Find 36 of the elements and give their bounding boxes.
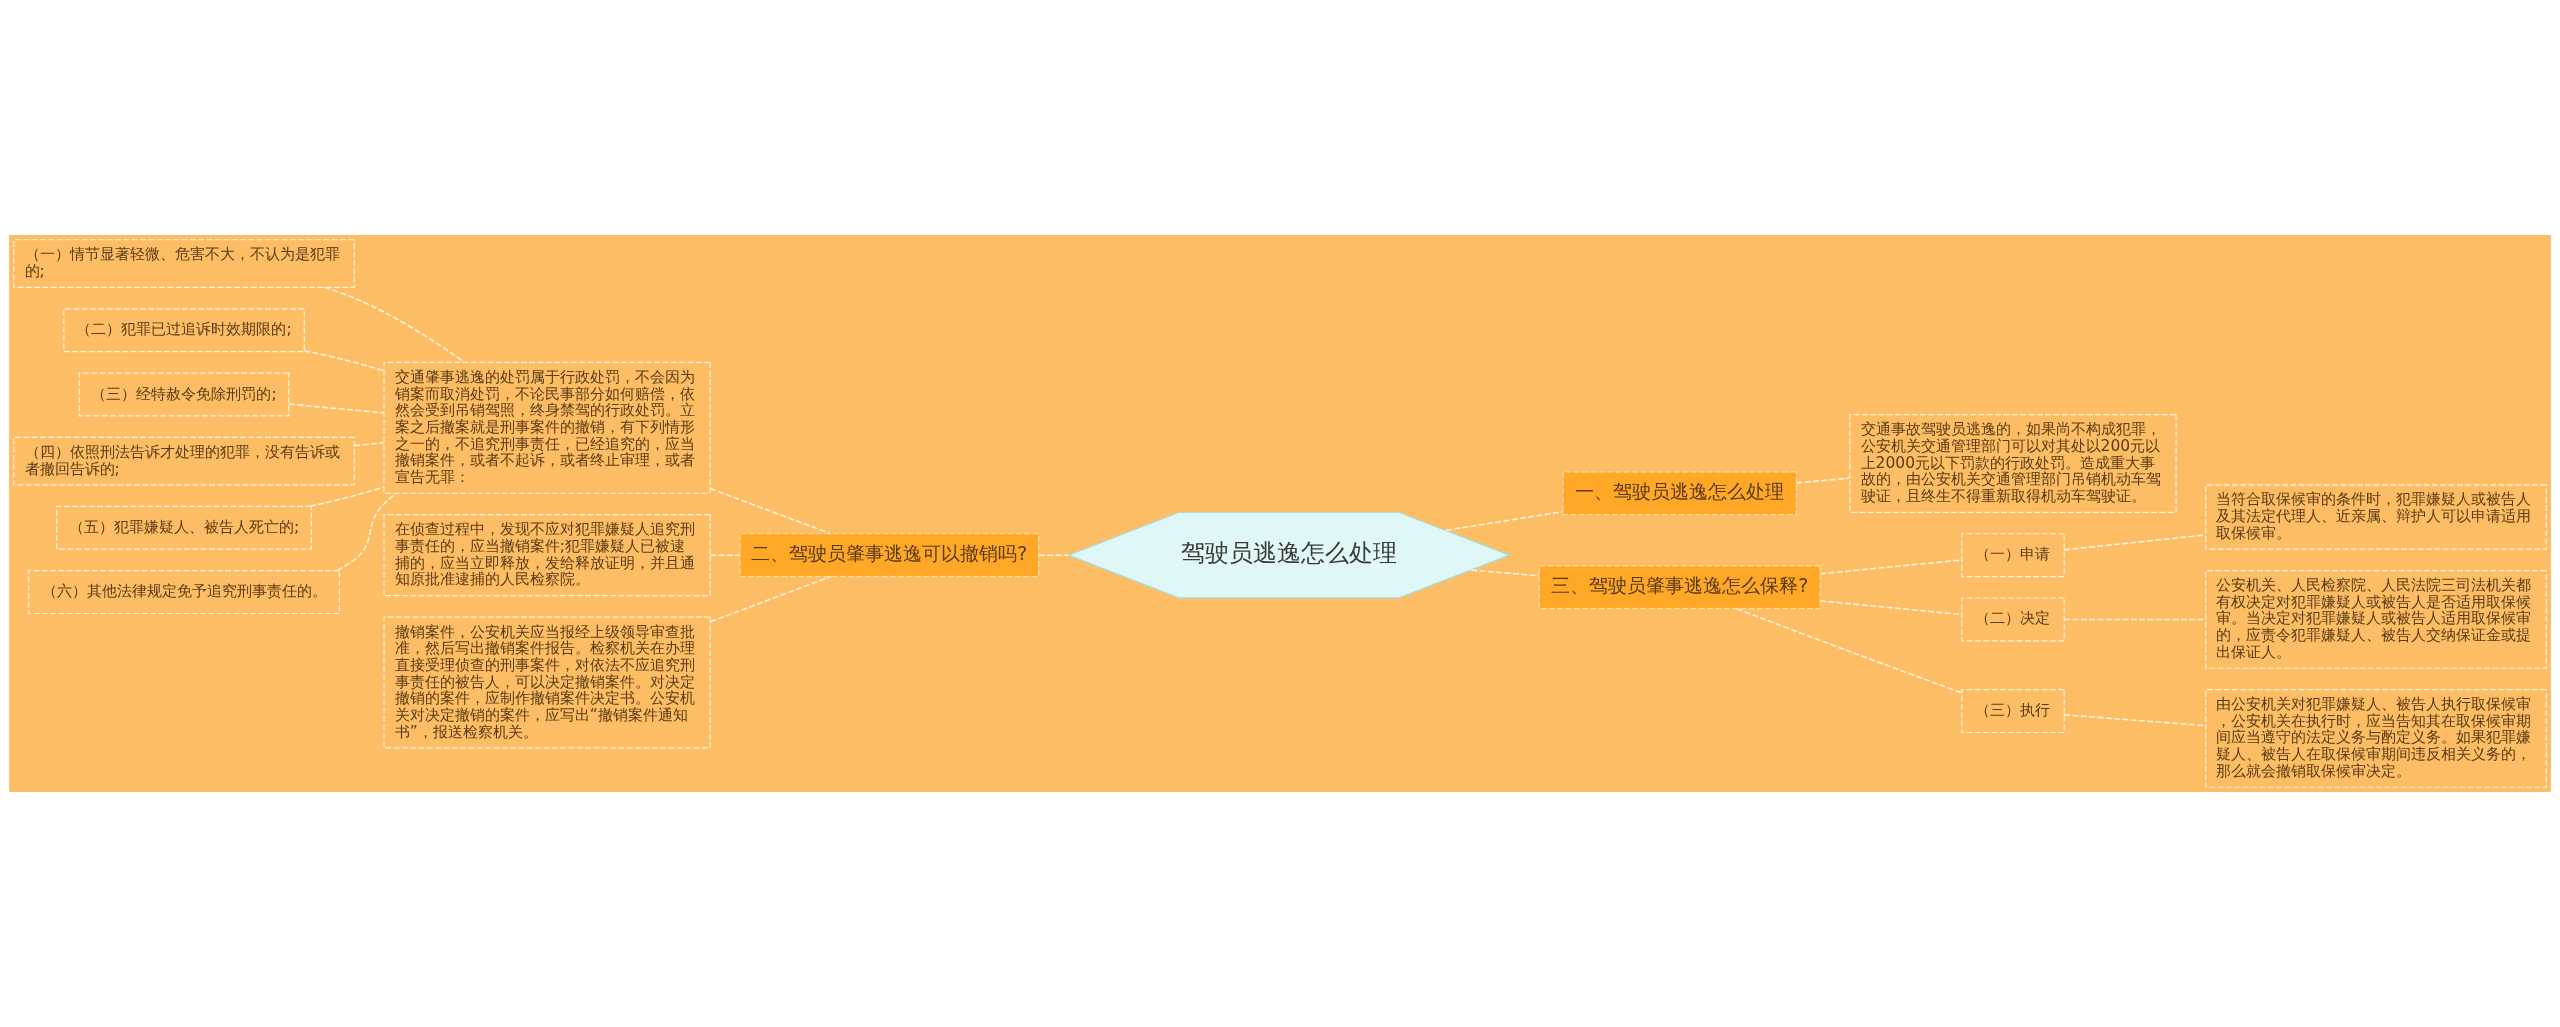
node-box: （二）犯罪已过追诉时效期限的; — [63, 308, 305, 353]
connector — [1038, 554, 1070, 556]
connector — [336, 492, 397, 572]
connector — [709, 575, 832, 623]
connector — [709, 487, 832, 535]
node-box: 交通事故驾驶员逃逸的，如果尚不构成犯罪，公安机关交通管理部门可以对其处以200元以上2000元以下罚款的行政处罚。造成重大事故的，由公安机关交通管理部门吊销机动车驾驶证，且终生不得重新取得机动车驾驶证。 — [1849, 414, 2177, 513]
node-box: （四）依照刑法告诉才处理的犯罪，没有告诉或者撤回告诉的; — [13, 436, 355, 486]
node-box: 二、驾驶员肇事逃逸可以撤销吗? — [739, 533, 1040, 578]
connector — [353, 442, 385, 447]
connector — [1819, 559, 1963, 575]
connector — [1795, 477, 1851, 484]
connector — [1445, 510, 1564, 532]
connector — [309, 486, 385, 508]
node-box: 一、驾驶员逃逸怎么处理 — [1562, 471, 1797, 516]
connector — [2063, 618, 2207, 621]
node-box: 三、驾驶员肇事逃逸怎么保释? — [1538, 565, 1821, 610]
node-box: （三）执行 — [1961, 689, 2065, 734]
connector — [2063, 534, 2207, 551]
node-box: 当符合取保候审的条件时，犯罪嫌疑人或被告人及其法定代理人、近亲属、辩护人可以申请适用取保候审。 — [2205, 484, 2547, 550]
node-box: （三）经特赦令免除刑罚的; — [78, 372, 290, 417]
connector — [323, 286, 465, 363]
connector — [709, 554, 741, 556]
node-box: （二）决定 — [1961, 597, 2065, 642]
node-box: 在侦查过程中，发现不应对犯罪嫌疑人追究刑事责任的，应当撤销案件;犯罪嫌疑人已被逮捕的，应当立即释放，发给释放证明，并且通知原批准逮捕的人民检察院。 — [383, 514, 711, 597]
node-box: （一）情节显著轻微、危害不大，不认为是犯罪的; — [13, 239, 355, 288]
node-box: 公安机关、人民检察院、人民法院三司法机关都有权决定对犯罪嫌疑人或被告人是否适用取保候审。当决定对犯罪嫌疑人或被告人适用取保候审的，应责令犯罪嫌疑人、被告人交纳保证金或提出保证人。 — [2205, 570, 2547, 669]
connector — [1470, 569, 1540, 577]
node-box: 交通肇事逃逸的处罚属于行政处罚，不会因为销案而取消处罚，不论民事部分如何赔偿，依然会受到吊销驾照，终身禁驾的行政处罚。立案之后撤案就是刑事案件的撤销，有下列情形之一的，不追究刑事责任，已经追究的，应当撤销案件，或者不起诉，或者终止审理，或者宣告无罪： — [383, 361, 711, 494]
node-box: 撤销案件，公安机关应当报经上级领导审查批准，然后写出撤销案件报告。检察机关在办理直接受理侦查的刑事案件，对依法不应追究刑事责任的被告人，可以决定撤销案件。对决定撤销的案件，应制作撤销案件决定书。公安机关对决定撤销的案件，应写出“撤销案件通知书”，报送检察机关。 — [383, 616, 711, 749]
node-box: （一）申请 — [1961, 533, 2065, 578]
node-box: （六）其他法律规定免予追究刑事责任的。 — [28, 570, 340, 615]
node-box: 由公安机关对犯罪嫌疑人、被告人执行取保候审，公安机关在执行时，应当告知其在取保候审期间应当遵守的法定义务与酌定义务。如果犯罪嫌疑人、被告人在取保候审期间违反相关义务的，那么就会撤销取保候审决定。 — [2205, 689, 2547, 788]
connector — [288, 403, 385, 414]
connector — [1736, 607, 1963, 694]
connector — [303, 349, 385, 372]
node-box: （五）犯罪嫌疑人、被告人死亡的; — [56, 505, 312, 550]
